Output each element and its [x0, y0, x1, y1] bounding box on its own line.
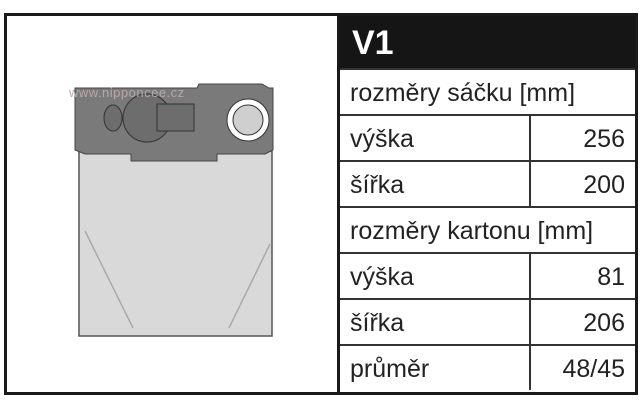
- row-label: šířka: [350, 171, 405, 199]
- section-header: rozměry sáčku [mm]: [340, 68, 635, 114]
- table-row: výška 81: [340, 252, 635, 298]
- row-value: 200: [529, 162, 635, 206]
- row-label: průměr: [350, 355, 430, 383]
- table-row: výška 256: [340, 114, 635, 160]
- product-card: www.nipponcee.cz V1 rozměry sáčku [mm] v…: [4, 13, 638, 395]
- watermark: www.nipponcee.cz: [69, 85, 185, 100]
- row-label: výška: [350, 125, 414, 153]
- section-header: rozměry kartonu [mm]: [340, 206, 635, 252]
- table-row: šířka 200: [340, 160, 635, 206]
- row-label: výška: [350, 263, 414, 291]
- table-row: průměr 48/45: [340, 344, 635, 390]
- row-value: 81: [529, 254, 635, 298]
- bag-illustration-panel: www.nipponcee.cz: [7, 16, 340, 392]
- model-header: V1: [340, 16, 635, 68]
- table-row: šířka 206: [340, 298, 635, 344]
- dust-bag-illustration: [74, 83, 274, 337]
- section-title: rozměry sáčku [mm]: [350, 79, 576, 107]
- row-value: 256: [529, 116, 635, 160]
- section-title: rozměry kartonu [mm]: [350, 217, 594, 245]
- row-value: 206: [529, 300, 635, 344]
- row-value: 48/45: [529, 346, 635, 390]
- row-label: šířka: [350, 309, 405, 337]
